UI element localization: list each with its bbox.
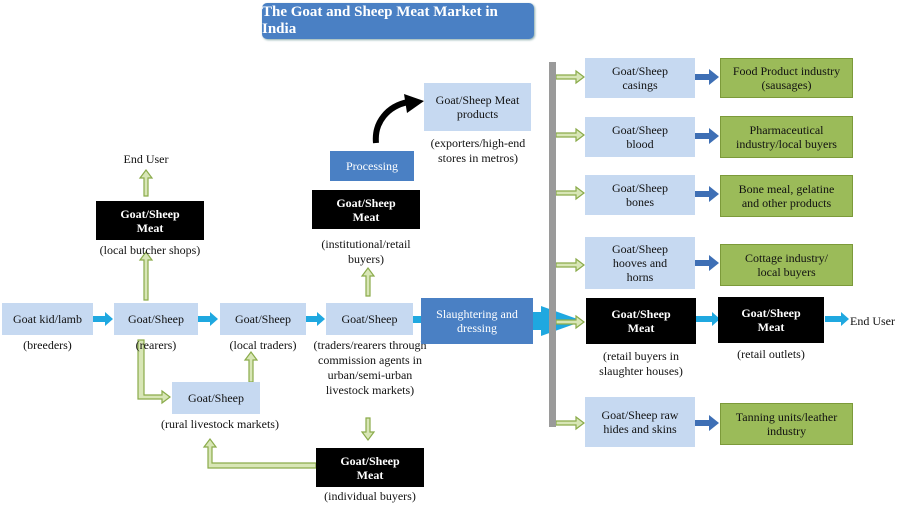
- institutional-label: (institutional/retail buyers): [321, 237, 411, 266]
- individual-label: (individual buyers): [324, 489, 416, 503]
- tanning-box: Tanning units/leather industry: [720, 403, 853, 445]
- pharma-box: Pharmaceutical industry/local buyers: [720, 116, 853, 158]
- meat-products-box: Goat/Sheep Meat products: [424, 83, 531, 131]
- exporters-label: (exporters/high-end stores in metros): [430, 136, 526, 165]
- retail-meat-box: Goat/Sheep Meat: [718, 297, 824, 343]
- rearers-label: (rearers): [135, 338, 177, 352]
- green-arrows: [137, 69, 585, 469]
- retail-outlets-label: (retail outlets): [737, 347, 805, 361]
- casings-box: Goat/Sheep casings: [585, 58, 695, 98]
- commission-agents-label: (traders/rearers through commission agen…: [313, 338, 427, 397]
- goat-kid-box: Goat kid/lamb: [2, 303, 93, 335]
- hides-box: Goat/Sheep raw hides and skins: [585, 397, 695, 447]
- rural-markets-label: (rural livestock markets): [161, 417, 279, 431]
- local-traders-box: Goat/Sheep: [220, 303, 306, 335]
- diagram-title: The Goat and Sheep Meat Market in India: [262, 3, 534, 39]
- blood-box: Goat/Sheep blood: [585, 117, 695, 157]
- food-industry-box: Food Product industry (sausages): [720, 58, 853, 98]
- rural-markets-box: Goat/Sheep: [172, 382, 260, 414]
- distribution-bar: [549, 62, 556, 427]
- rearers-box: Goat/Sheep: [114, 303, 198, 335]
- blue-arrows: [695, 69, 719, 431]
- bone-meal-box: Bone meal, gelatine and other products: [720, 175, 853, 217]
- slaughter-meat-box: Goat/Sheep Meat: [586, 298, 696, 344]
- curved-arrow: [372, 99, 409, 144]
- retail-slaughter-label: (retail buyers in slaughter houses): [599, 349, 683, 378]
- individual-meat-box: Goat/Sheep Meat: [316, 448, 424, 487]
- local-traders-label: (local traders): [229, 338, 297, 352]
- processing-box: Processing: [330, 151, 414, 181]
- end-user-right-label: End User: [850, 314, 895, 328]
- hooves-box: Goat/Sheep hooves and horns: [585, 237, 695, 289]
- breeders-label: (breeders): [23, 338, 72, 352]
- bones-box: Goat/Sheep bones: [585, 175, 695, 215]
- cottage-box: Cottage industry/ local buyers: [720, 244, 853, 286]
- institutional-meat-box: Goat/Sheep Meat: [312, 190, 420, 229]
- commission-traders-box: Goat/Sheep: [326, 303, 413, 335]
- end-user-top-label: End User: [123, 152, 169, 166]
- butcher-meat-box: Goat/Sheep Meat: [96, 201, 204, 240]
- slaughtering-box: Slaughtering and dressing: [421, 298, 533, 344]
- butcher-shops-label: (local butcher shops): [99, 243, 201, 257]
